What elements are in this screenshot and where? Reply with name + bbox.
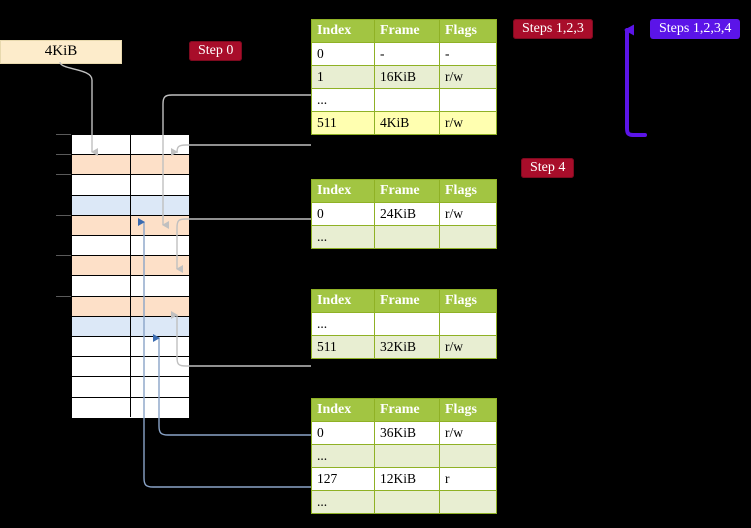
cell-index: 511 xyxy=(311,111,375,135)
cell-flags: r/w xyxy=(439,65,497,89)
memory-tick xyxy=(56,134,71,135)
page-table-pt: Index Frame Flags 0 36KiB r/w ... 127 12… xyxy=(311,398,497,514)
memory-tick xyxy=(56,295,71,297)
memory-tick xyxy=(56,154,71,156)
col-header-flags: Flags xyxy=(439,289,497,313)
col-header-index: Index xyxy=(311,19,375,43)
col-header-frame: Frame xyxy=(374,289,440,313)
table-row: ... xyxy=(311,225,497,249)
steps1234-badge: Steps 1,2,3,4 xyxy=(650,19,741,39)
table-header-row: Index Frame Flags xyxy=(311,19,497,43)
connector-pdpt-row0-to-memory xyxy=(176,218,311,273)
step4-badge: Step 4 xyxy=(521,158,575,178)
cell-frame: 4KiB xyxy=(374,111,440,135)
cell-frame xyxy=(374,88,440,112)
steps1234-bracket-arrow xyxy=(624,24,647,137)
cell-index: ... xyxy=(311,312,375,336)
col-header-flags: Flags xyxy=(439,19,497,43)
table-row: 0 24KiB r/w xyxy=(311,202,497,226)
step0-badge: Step 0 xyxy=(189,41,243,61)
table-row: ... xyxy=(311,312,497,336)
steps123-badge: Steps 1,2,3 xyxy=(513,19,593,39)
cell-index: 511 xyxy=(311,335,375,359)
col-header-index: Index xyxy=(311,398,375,422)
cell-frame xyxy=(374,444,440,468)
table-row: 0 - - xyxy=(311,42,497,66)
cell-frame: 16KiB xyxy=(374,65,440,89)
memory-column-divider xyxy=(130,134,131,417)
page-table-pml4: Index Frame Flags 0 - - 1 16KiB r/w ... xyxy=(311,19,497,135)
cell-flags: r/w xyxy=(439,202,497,226)
steps123-label: Steps 1,2,3 xyxy=(522,21,584,36)
memory-tick xyxy=(56,255,71,257)
col-header-frame: Frame xyxy=(374,398,440,422)
table-row: ... xyxy=(311,88,497,112)
table-row: 1 16KiB r/w xyxy=(311,65,497,89)
step4-label: Step 4 xyxy=(530,160,566,175)
col-header-flags: Flags xyxy=(439,179,497,203)
col-header-index: Index xyxy=(311,179,375,203)
cell-index: 0 xyxy=(311,202,375,226)
cell-frame: - xyxy=(374,42,440,66)
cell-index: 0 xyxy=(311,421,375,445)
cell-flags: - xyxy=(439,42,497,66)
cell-frame: 24KiB xyxy=(374,202,440,226)
table-row: 127 12KiB r xyxy=(311,467,497,491)
cell-flags xyxy=(439,490,497,514)
col-header-flags: Flags xyxy=(439,398,497,422)
table-row: ... xyxy=(311,490,497,514)
cell-frame xyxy=(374,225,440,249)
table-header-row: Index Frame Flags xyxy=(311,398,497,422)
cell-flags: r/w xyxy=(439,111,497,135)
frame-size-label: 4KiB xyxy=(44,43,78,59)
cell-flags xyxy=(439,88,497,112)
memory-column xyxy=(56,134,190,419)
frame-size-box: 4KiB xyxy=(0,40,122,64)
col-header-index: Index xyxy=(311,289,375,313)
cell-index: ... xyxy=(311,88,375,112)
table-row: ... xyxy=(311,444,497,468)
memory-tick xyxy=(56,174,71,176)
cell-frame: 32KiB xyxy=(374,335,440,359)
cell-frame xyxy=(374,490,440,514)
cell-index: 0 xyxy=(311,42,375,66)
connector-pml4-row511-to-memory xyxy=(171,144,311,156)
steps1234-label: Steps 1,2,3,4 xyxy=(659,21,732,36)
step0-label: Step 0 xyxy=(198,43,234,58)
col-header-frame: Frame xyxy=(374,19,440,43)
cell-flags: r/w xyxy=(439,421,497,445)
table-header-row: Index Frame Flags xyxy=(311,289,497,313)
col-header-frame: Frame xyxy=(374,179,440,203)
cell-flags xyxy=(439,312,497,336)
cell-flags xyxy=(439,444,497,468)
page-table-pdpt: Index Frame Flags 0 24KiB r/w ... xyxy=(311,179,497,249)
cell-index: ... xyxy=(311,490,375,514)
memory-tick xyxy=(56,214,71,216)
table-row: 0 36KiB r/w xyxy=(311,421,497,445)
table-row: 511 4KiB r/w xyxy=(311,111,497,135)
cell-frame: 36KiB xyxy=(374,421,440,445)
cell-frame: 12KiB xyxy=(374,467,440,491)
cell-flags: r/w xyxy=(439,335,497,359)
cell-flags xyxy=(439,225,497,249)
table-header-row: Index Frame Flags xyxy=(311,179,497,203)
cell-index: 1 xyxy=(311,65,375,89)
cell-index: ... xyxy=(311,444,375,468)
page-table-pd: Index Frame Flags ... 511 32KiB r/w xyxy=(311,289,497,359)
table-row: 511 32KiB r/w xyxy=(311,335,497,359)
connector-pd-row511-to-memory xyxy=(171,311,311,367)
cell-frame xyxy=(374,312,440,336)
cell-flags: r xyxy=(439,467,497,491)
cell-index: 127 xyxy=(311,467,375,491)
cell-index: ... xyxy=(311,225,375,249)
